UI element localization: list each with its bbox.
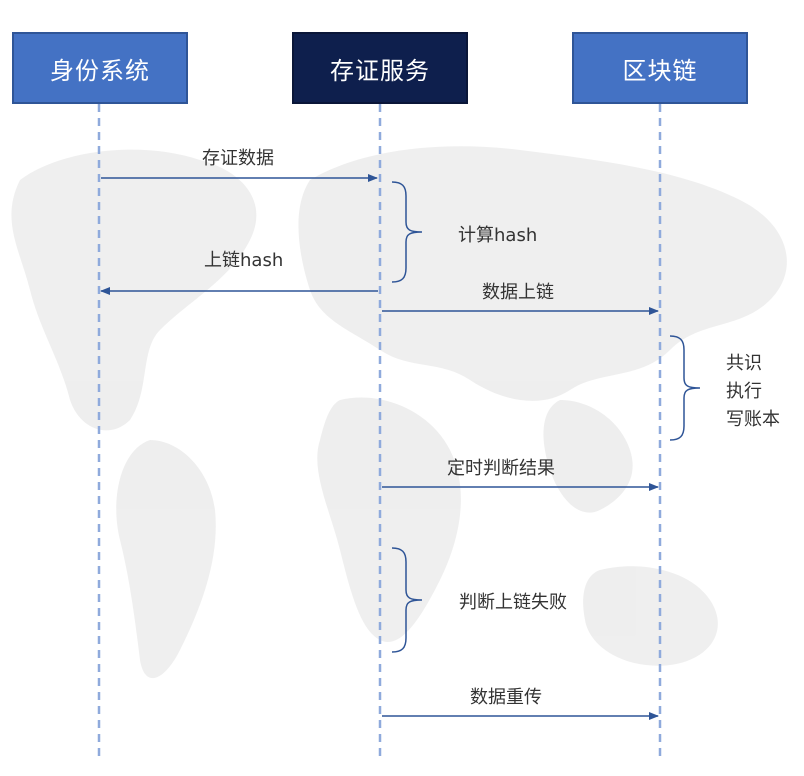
- note-fail-check: 判断上链失败: [459, 592, 567, 613]
- note-compute-hash: 计算hash: [458, 225, 538, 246]
- participant-service-label: 存证服务: [330, 56, 430, 85]
- note-consensus-line3: 写账本: [726, 409, 780, 430]
- brace-compute-hash: [391, 181, 423, 283]
- message-timed-check: 定时判断结果: [447, 458, 555, 479]
- message-chain-hash: 上链hash: [204, 250, 284, 271]
- participant-blockchain: 区块链: [572, 32, 748, 104]
- brace-consensus: [669, 335, 701, 441]
- message-upload-chain: 数据上链: [482, 282, 554, 303]
- note-consensus-line2: 执行: [726, 381, 762, 402]
- participant-evidence-service: 存证服务: [292, 32, 468, 104]
- message-store-data: 存证数据: [202, 148, 274, 169]
- participant-identity-system: 身份系统: [12, 32, 188, 104]
- note-consensus-line1: 共识: [726, 353, 762, 374]
- world-map-background: [11, 146, 787, 679]
- message-resend: 数据重传: [470, 687, 542, 708]
- brace-fail-check: [391, 547, 423, 653]
- participant-chain-label: 区块链: [622, 56, 698, 85]
- participant-identity-label: 身份系统: [50, 56, 150, 85]
